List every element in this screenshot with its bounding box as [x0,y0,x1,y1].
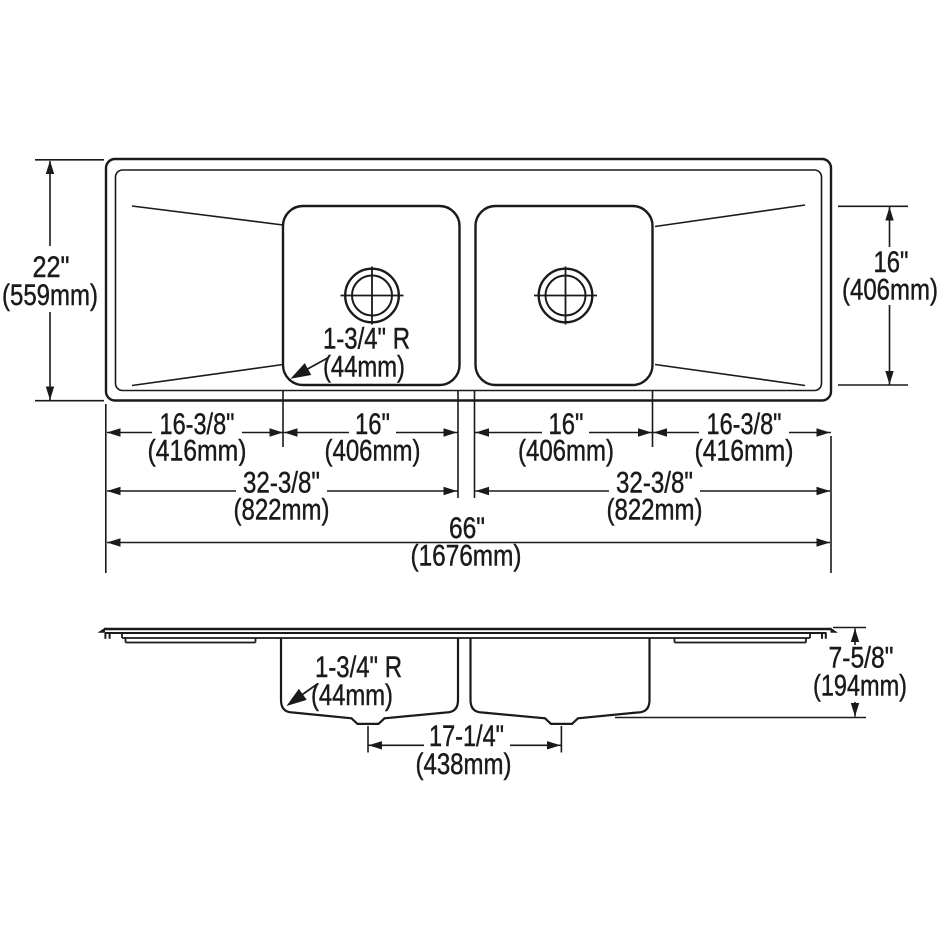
svg-text:(438mm): (438mm) [416,748,512,781]
svg-text:16-3/8": 16-3/8" [160,408,235,441]
svg-text:16-3/8": 16-3/8" [707,408,782,441]
svg-text:22": 22" [33,251,70,284]
svg-text:1-3/4" R: 1-3/4" R [315,651,402,684]
svg-text:32-3/8": 32-3/8" [616,467,693,500]
svg-text:(822mm): (822mm) [234,494,330,527]
svg-text:66": 66" [449,512,485,545]
svg-text:32-3/8": 32-3/8" [243,467,320,500]
svg-text:16": 16" [355,408,390,441]
svg-text:16": 16" [874,246,909,279]
svg-text:(44mm): (44mm) [311,679,393,712]
svg-text:(194mm): (194mm) [813,670,907,703]
svg-text:17-1/4": 17-1/4" [429,720,504,753]
svg-text:(406mm): (406mm) [325,435,421,468]
svg-text:1-3/4" R: 1-3/4" R [323,323,410,356]
svg-text:16": 16" [549,408,584,441]
svg-text:7-5/8": 7-5/8" [829,642,894,675]
svg-text:(416mm): (416mm) [695,435,794,468]
svg-text:(416mm): (416mm) [148,435,247,468]
svg-text:(406mm): (406mm) [842,274,938,307]
svg-text:(406mm): (406mm) [518,435,614,468]
svg-text:(559mm): (559mm) [2,279,98,312]
svg-text:(44mm): (44mm) [323,351,405,384]
svg-text:(822mm): (822mm) [607,494,703,527]
svg-text:(1676mm): (1676mm) [411,540,522,573]
